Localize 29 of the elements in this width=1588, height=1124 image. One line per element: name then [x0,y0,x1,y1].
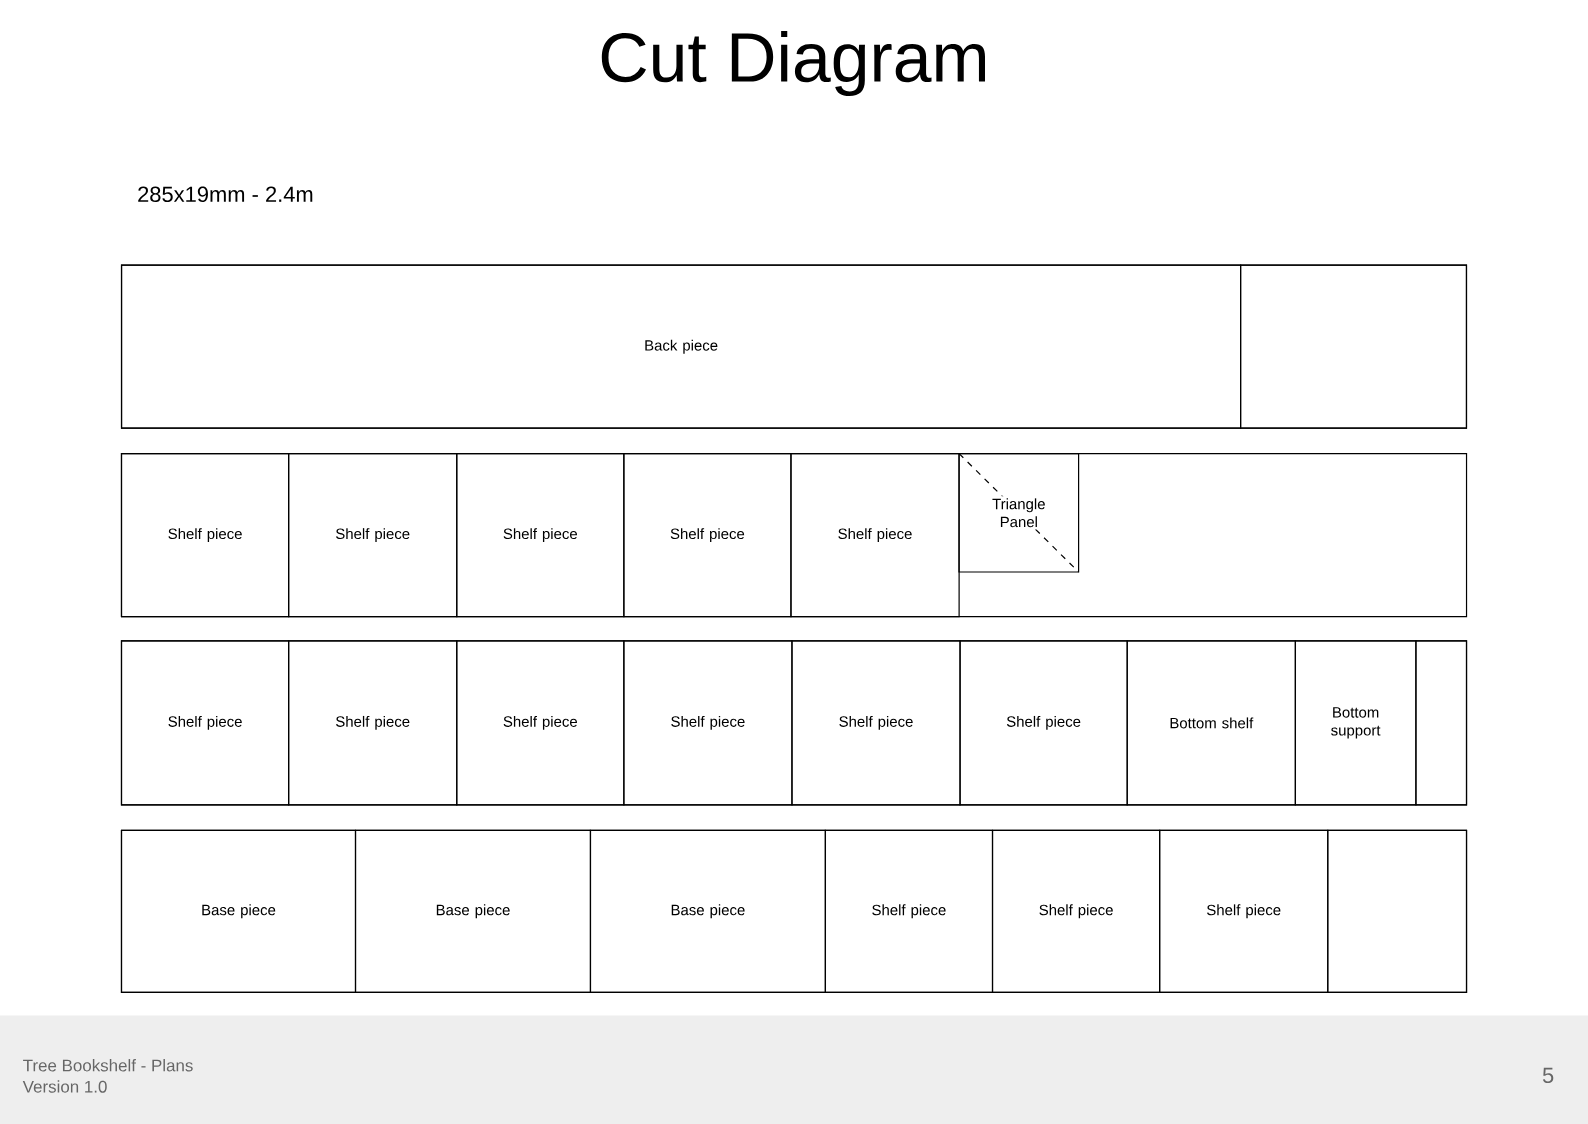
page-number: 5 [1542,1067,1554,1084]
cut-piece: Shelf piece [120,452,290,618]
cut-piece: Shelf piece [623,640,793,806]
cut-piece: Shelf piece [456,640,625,806]
cut-piece: Shelf piece [120,640,290,806]
title: Cut Diagram [601,31,985,97]
cut-piece: Shelf piece [456,452,625,618]
dimension-text: 285x19mm - 2.4m [138,186,313,203]
footer-text: Tree Bookshelf - Plans [23,1059,193,1072]
cut-piece: Base piece [354,829,592,993]
triangle-panel: Triangle Panel [958,452,1080,573]
cut-piece: Shelf piece [1159,829,1329,993]
cut-piece: Back piece [121,264,1242,429]
cut-piece: Shelf piece [824,829,994,993]
footer-text: Version 1.0 [22,1080,107,1093]
offcut-box [1327,829,1468,993]
cut-piece: Shelf piece [959,640,1128,806]
cut-piece: Base piece [120,829,357,993]
cut-piece: Shelf piece [790,452,960,618]
cut-piece: Bottom support [1294,640,1417,806]
cut-piece: Shelf piece [991,829,1161,993]
cut-piece: Shelf piece [288,640,458,806]
cut-piece: Shelf piece [623,452,792,618]
cut-piece: Shelf piece [791,640,961,806]
cut-piece: Bottom shelf [1126,640,1296,806]
offcut-box [1415,640,1468,806]
offcut-box [1240,264,1467,429]
cut-piece: Base piece [589,829,826,993]
cut-piece: Shelf piece [288,452,458,618]
